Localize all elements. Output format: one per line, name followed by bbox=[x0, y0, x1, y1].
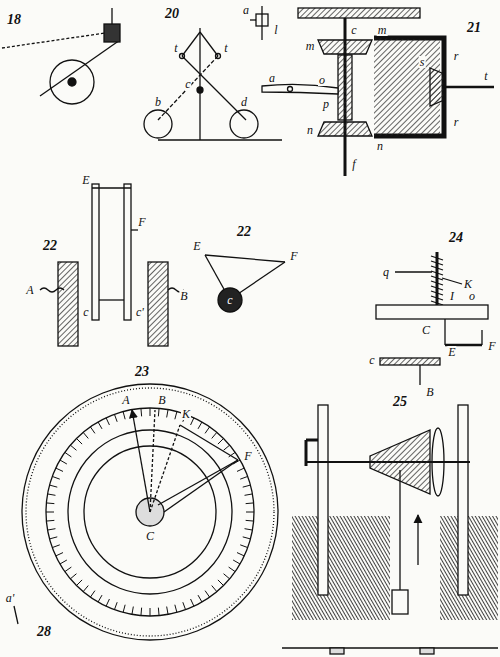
part-letter: f bbox=[351, 158, 356, 170]
part-letter: q bbox=[382, 266, 390, 278]
part-letter: B bbox=[157, 394, 166, 406]
part-letter: r bbox=[453, 50, 460, 62]
part-letter: I bbox=[449, 290, 455, 302]
figure-number: 18 bbox=[6, 13, 22, 27]
part-letter: c bbox=[184, 78, 191, 90]
figure-number: 28 bbox=[36, 625, 52, 639]
part-letter: K bbox=[463, 278, 473, 290]
figure-number: 20 bbox=[164, 7, 180, 21]
figure-number: 24 bbox=[448, 231, 464, 245]
fig21-bevel-gear bbox=[262, 8, 494, 176]
figure-number: 25 bbox=[392, 395, 408, 409]
part-letter: m bbox=[305, 40, 316, 52]
part-letter: c' bbox=[135, 306, 145, 318]
part-letter: c bbox=[82, 306, 89, 318]
part-letter: o bbox=[468, 290, 476, 302]
part-letter: F bbox=[243, 450, 252, 462]
part-letter: p bbox=[322, 98, 330, 110]
part-letter: t bbox=[223, 42, 228, 54]
part-letter: c bbox=[368, 354, 375, 366]
part-letter: m bbox=[377, 24, 388, 36]
part-letter: a' bbox=[5, 592, 16, 604]
fig20-governor bbox=[144, 6, 282, 140]
part-letter: n bbox=[376, 140, 384, 152]
fig22-triangle-link bbox=[205, 255, 285, 312]
part-letter: B bbox=[179, 290, 188, 302]
part-letter: a bbox=[268, 72, 276, 84]
part-letter: F bbox=[137, 216, 146, 228]
figure-number: 23 bbox=[134, 365, 150, 379]
part-letter: K bbox=[181, 408, 191, 420]
fig24-screw-press bbox=[376, 252, 488, 385]
part-letter: F bbox=[289, 250, 298, 262]
part-letter: l bbox=[273, 24, 278, 36]
part-letter: s bbox=[419, 56, 426, 68]
part-letter: r bbox=[453, 116, 460, 128]
part-letter: d bbox=[240, 96, 248, 108]
part-letter: A bbox=[25, 284, 34, 296]
corner-mark bbox=[14, 606, 18, 624]
part-letter: B bbox=[425, 386, 434, 398]
part-letter: c bbox=[226, 294, 233, 306]
part-letter: E bbox=[81, 174, 90, 186]
part-letter: c bbox=[350, 24, 357, 36]
part-letter: t bbox=[483, 70, 488, 82]
part-letter: C bbox=[421, 324, 431, 336]
figure-number: 22 bbox=[236, 225, 252, 239]
figure-number: 21 bbox=[466, 21, 482, 35]
part-letter: C bbox=[145, 530, 155, 542]
part-letter: E bbox=[447, 346, 456, 358]
part-letter: t bbox=[173, 42, 178, 54]
part-letter: a bbox=[242, 4, 250, 16]
part-letter: b bbox=[154, 96, 162, 108]
fig22-pillars bbox=[40, 184, 184, 346]
part-letter: o bbox=[318, 74, 326, 86]
fig23-wheelwork bbox=[22, 384, 278, 640]
part-letter: A bbox=[121, 394, 130, 406]
fig18-wheel bbox=[2, 8, 120, 104]
part-letter: n bbox=[306, 124, 314, 136]
figure-number: 22 bbox=[42, 239, 58, 253]
part-letter: E bbox=[192, 240, 201, 252]
fig25-windlass bbox=[282, 405, 498, 654]
part-letter: F bbox=[487, 340, 496, 352]
